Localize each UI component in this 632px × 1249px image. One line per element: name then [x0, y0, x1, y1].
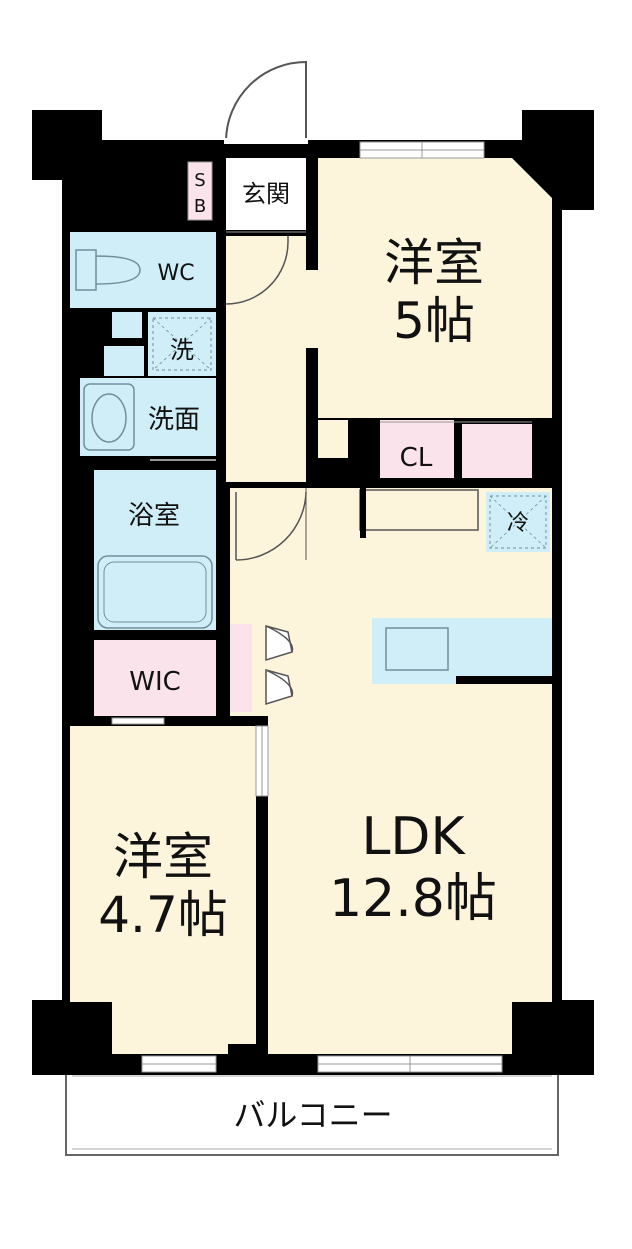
toilet-icon: [75, 249, 141, 291]
shoebox-label-s: S: [194, 170, 205, 191]
wic-room: [94, 640, 216, 716]
bedroom-top-size: 5帖: [393, 292, 475, 350]
bathtub-icon: [97, 555, 213, 629]
bedroom-top-floor: [318, 158, 552, 418]
wc-label: WC: [157, 261, 194, 286]
bedroom-bottom-floor: [70, 726, 256, 1054]
washer-label: 洗: [170, 336, 194, 364]
closet-label: CL: [400, 443, 433, 473]
closet-left: [380, 420, 454, 478]
ldk-door-swing: [235, 491, 307, 561]
column-top-left: [32, 110, 102, 180]
bedroom-top-label: 洋室: [384, 234, 484, 292]
fridge-label: 冷: [507, 511, 529, 536]
kitchen-counter: [372, 618, 552, 684]
bath-label: 浴室: [128, 501, 180, 531]
ldk-size: 12.8帖: [329, 869, 497, 929]
ldk-label: LDK: [361, 807, 466, 867]
bedroom-bottom-size: 4.7帖: [98, 886, 228, 944]
column-bottom-right: [512, 1000, 594, 1075]
entrance-floor: [226, 158, 306, 230]
washroom-label: 洗面: [148, 405, 200, 435]
storage-pink: [230, 624, 252, 712]
ldk-floor: [230, 488, 552, 1054]
balcony-area: [65, 1069, 559, 1156]
column-bottom-left: [32, 1000, 112, 1075]
hallway-floor: [226, 236, 306, 482]
shoebox: [187, 161, 213, 221]
closet-right: [462, 424, 532, 478]
entrance-door-swing: [225, 60, 307, 141]
wic-label: WIC: [129, 667, 181, 697]
kitchen-sink-icon: [385, 627, 449, 671]
balcony-label: バルコニー: [233, 1096, 392, 1134]
shoebox-label-b: B: [194, 196, 206, 217]
bedroom-bottom-label: 洋室: [113, 828, 213, 886]
entrance-label: 玄関: [242, 180, 290, 208]
